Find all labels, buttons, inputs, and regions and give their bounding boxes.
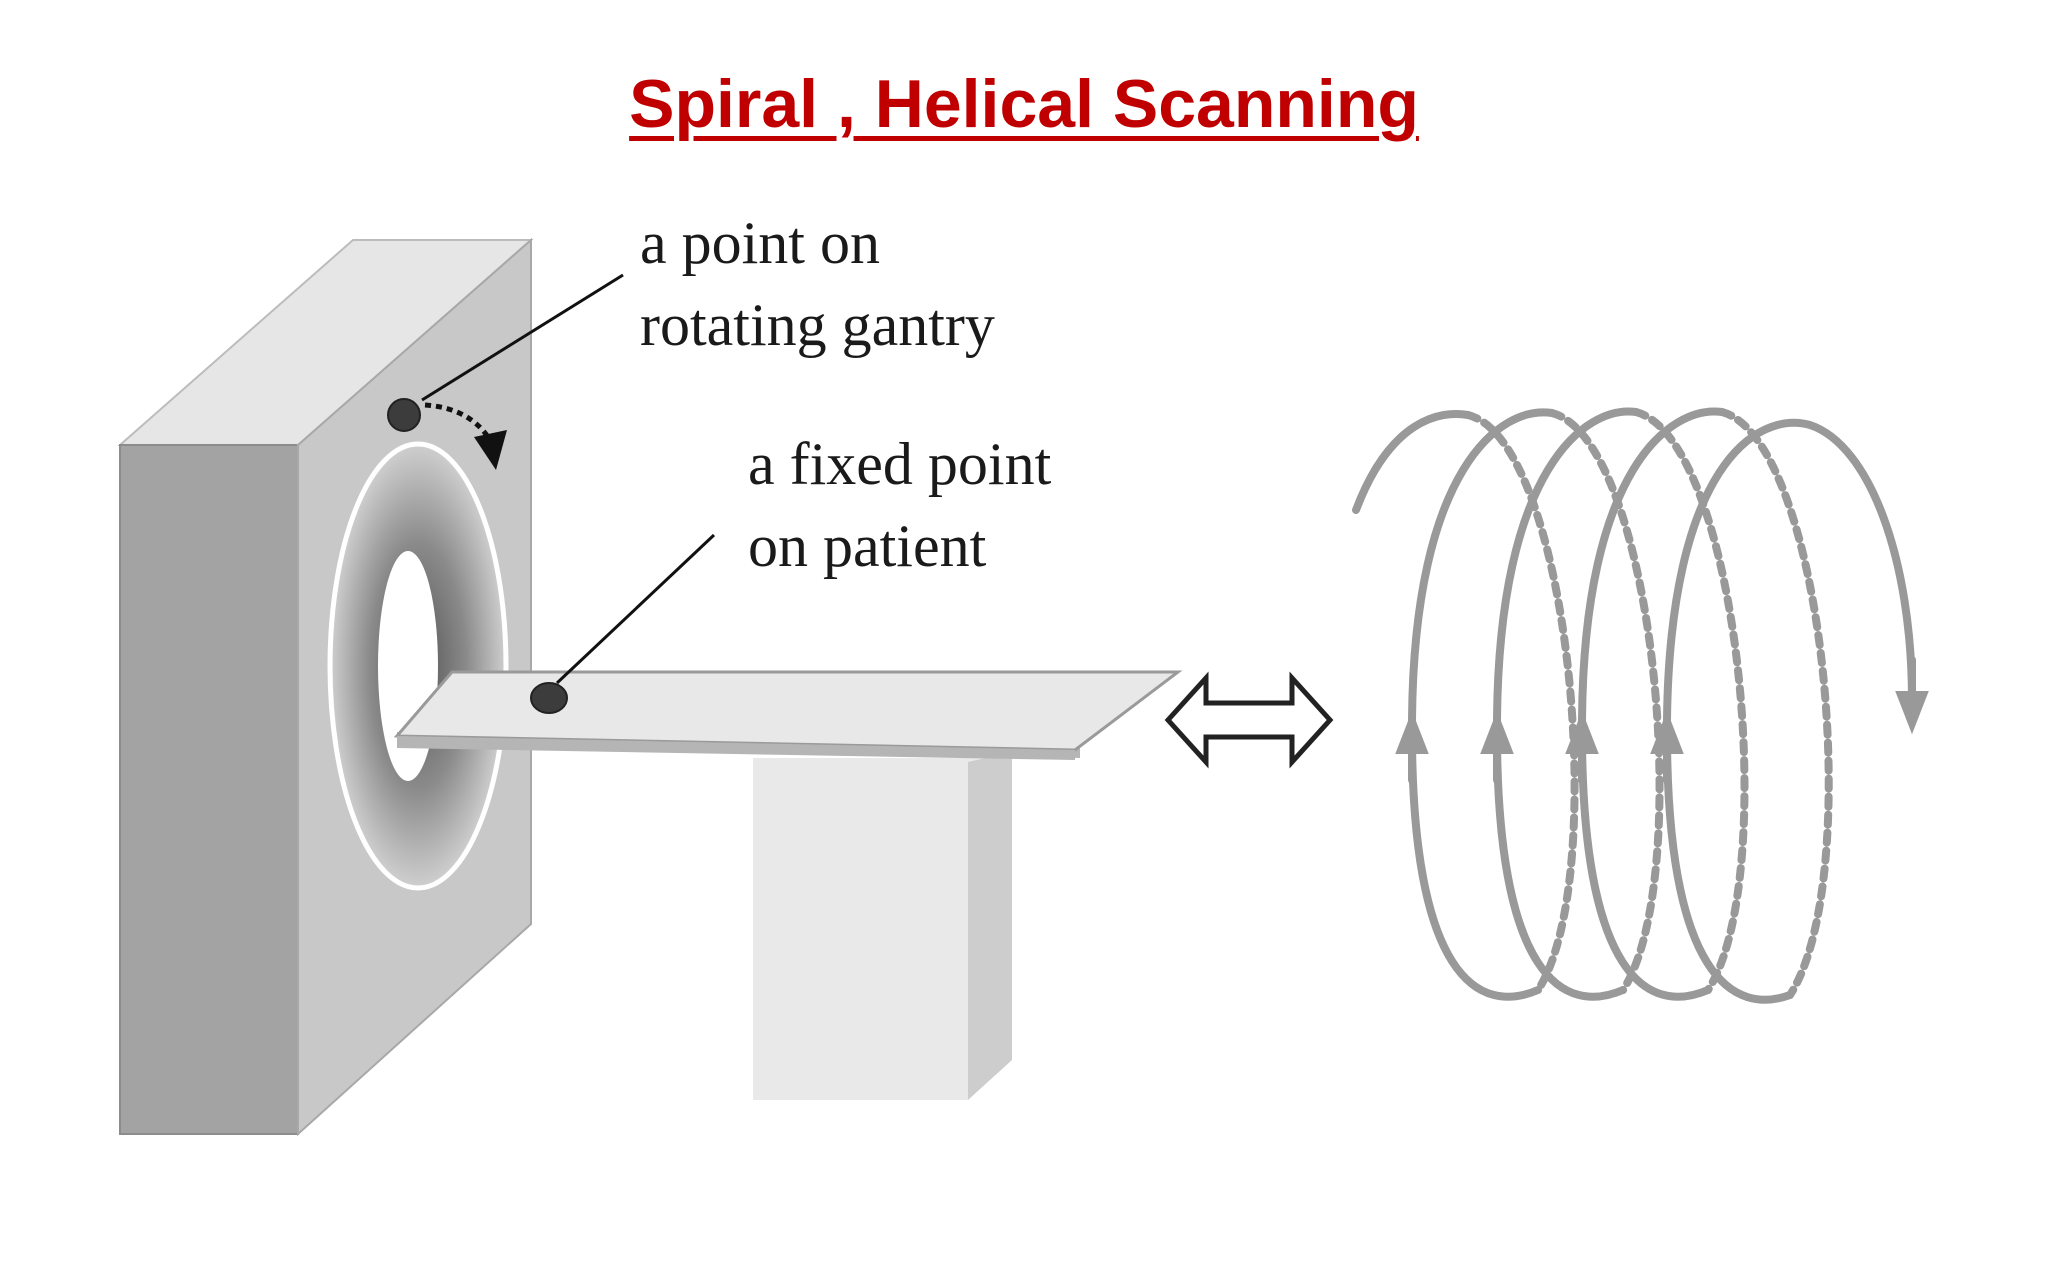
gantry-point-label: a point on rotating gantry [640,210,995,358]
helix-back-segment [1464,411,1579,994]
gantry-point-label-line-1: a point on [640,210,880,276]
patient-point-label-line-2: on patient [748,513,987,579]
gantry-side-face [119,444,299,1135]
helix-front-segment [1352,409,1472,514]
helix-back-segment [1548,409,1664,994]
patient-point-dot [530,682,568,714]
helical-path-icon [1352,407,1929,1004]
patient-point-label: a fixed point on patient [748,431,1066,579]
gantry-point-dot [387,398,421,432]
patient-point-leader-line [555,533,716,685]
table-pedestal [753,752,1012,1100]
gantry-point-leader-line [421,273,624,402]
patient-table [393,670,1183,760]
helix-back-segment [1632,408,1749,994]
ct-gantry [117,237,534,1137]
rotation-arrowhead-icon [474,430,507,470]
helix-back-segment [1718,408,1833,999]
gantry-point-label-line-2: rotating gantry [640,292,995,358]
patient-point-label-line-1: a fixed point [748,431,1052,497]
double-headed-arrow-icon [1164,671,1334,769]
rotation-arrow-icon [424,402,493,442]
slide-title: Spiral , Helical Scanning [629,66,1419,142]
helix-front-segment [1662,418,1916,1004]
